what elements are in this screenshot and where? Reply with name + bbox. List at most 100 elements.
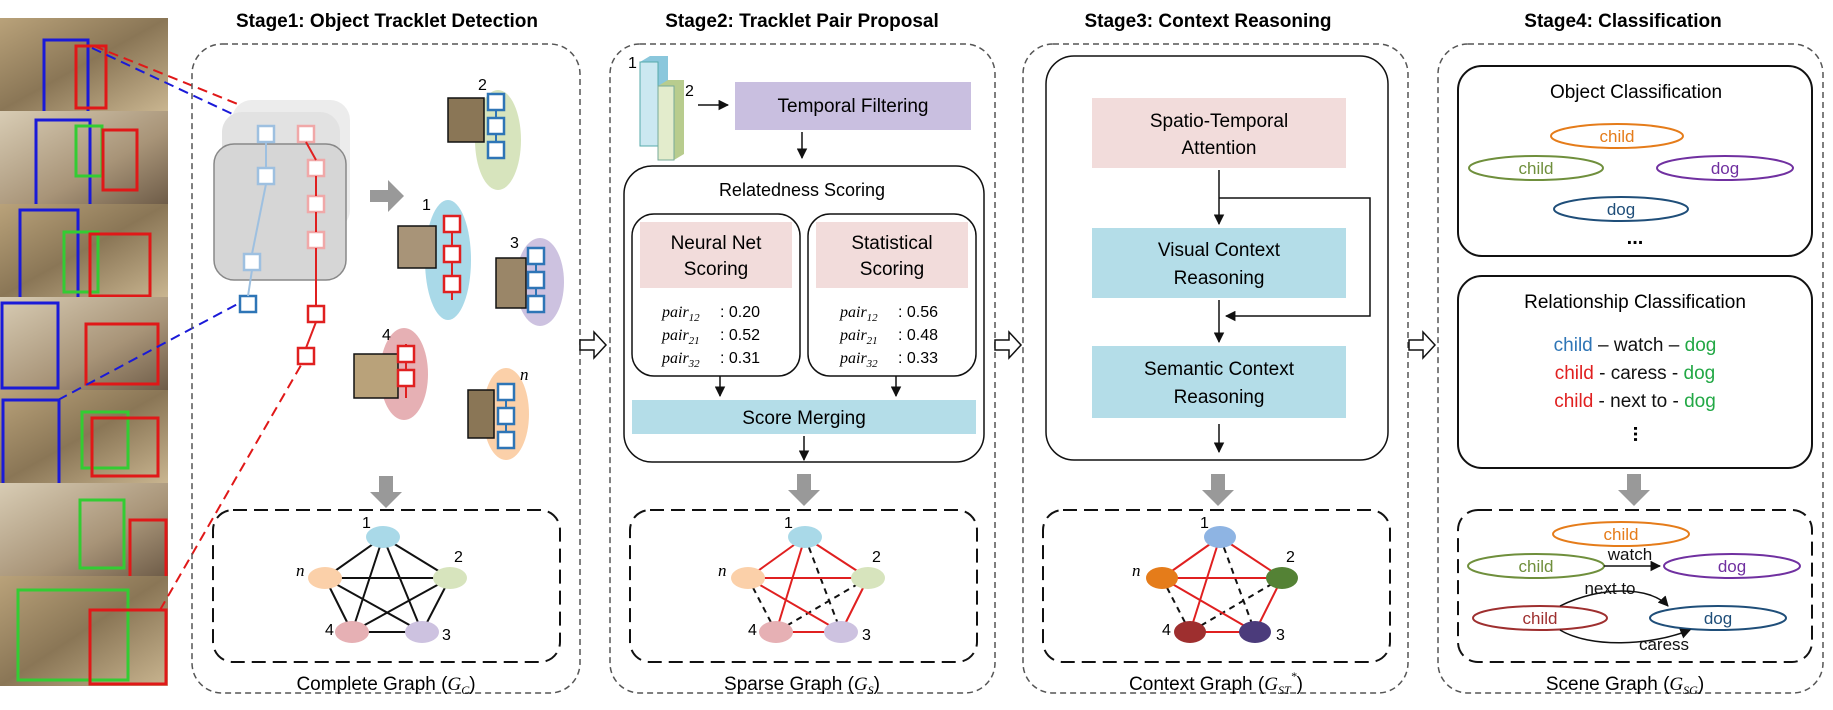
scene-node-label: child (1523, 609, 1558, 628)
graph-node-label: 4 (1162, 622, 1171, 639)
stage-title: Stage4: Classification (1524, 11, 1721, 32)
semantic-context-label: Reasoning (1174, 387, 1265, 408)
graph-node (433, 567, 467, 589)
graph-node (366, 526, 400, 548)
tracklet-1: 1 (397, 197, 471, 320)
score-merging-label: Score Merging (742, 408, 866, 429)
tracklet-2: 2 (447, 77, 521, 190)
object-classification-title: Object Classification (1550, 82, 1722, 103)
pair-score: : 0.48 (898, 327, 938, 344)
graph-node (1204, 526, 1236, 548)
temporal-filtering-box (735, 82, 971, 130)
sparse-graph: 1 2 3 4 n (718, 515, 885, 644)
graph-node-label: 3 (442, 627, 451, 644)
statistical-score-list: pair12 : 0.56 pair21 : 0.48 pair32 : 0.3… (839, 304, 938, 370)
tracklet-stack (213, 100, 350, 366)
tracklet-id: 4 (382, 327, 391, 344)
scene-graph-box (1457, 509, 1813, 663)
scene-node-label: dog (1718, 557, 1746, 576)
graph-node-label: n (718, 561, 727, 580)
stage4-panel (1437, 43, 1824, 694)
graph-caption: Complete Graph (GC) (296, 674, 475, 697)
video-frame-strip (0, 18, 168, 686)
video-frame (0, 297, 168, 390)
hollow-arrow-icon (994, 330, 1023, 360)
gray-right-arrow-icon (370, 180, 404, 212)
graph-node-label: 1 (1200, 515, 1209, 532)
pair-label: pair21 (661, 327, 700, 347)
gray-down-arrow-icon (1618, 474, 1650, 506)
complete-graph-box (212, 509, 561, 663)
graph-node (824, 621, 858, 643)
pair-label: pair32 (839, 350, 878, 370)
stack-label: 2 (685, 83, 694, 100)
object-classification-box (1457, 65, 1813, 257)
neural-score-list: pair12 : 0.20 pair21 : 0.52 pair32 : 0.3… (661, 304, 760, 370)
scene-edge-label: watch (1607, 545, 1652, 564)
scene-graph: child child dog child dog watch next to … (1467, 521, 1801, 654)
tracklet-id: n (520, 365, 529, 384)
stage2-panel (609, 43, 996, 694)
pair-score: : 0.20 (720, 304, 760, 321)
graph-node (1239, 621, 1271, 643)
pair-score: : 0.52 (720, 327, 760, 344)
tracklet-3: 3 (495, 235, 564, 326)
pair-score: : 0.56 (898, 304, 938, 321)
video-frame (0, 111, 168, 210)
stage-title: Stage1: Object Tracklet Detection (236, 11, 538, 32)
pair-score: : 0.31 (720, 350, 760, 367)
gray-down-arrow-icon (788, 474, 820, 506)
pair-label: pair32 (661, 350, 700, 370)
object-label: child (1519, 159, 1554, 178)
scene-node-label: child (1604, 525, 1639, 544)
stage3-panel (1022, 43, 1409, 694)
relatedness-scoring-label: Relatedness Scoring (719, 180, 885, 200)
graph-node-label: 2 (454, 549, 463, 566)
graph-node-label: n (1132, 561, 1141, 580)
sparse-graph-box (629, 509, 978, 663)
neural-net-label: Neural Net (671, 233, 763, 254)
graph-node-label: n (296, 561, 305, 580)
graph-caption: Context Graph (GST*) (1129, 669, 1303, 697)
stage-title: Stage2: Tracklet Pair Proposal (665, 11, 939, 32)
score-merging-box (632, 400, 976, 434)
graph-node (1146, 567, 1178, 589)
visual-context-label: Visual Context (1158, 240, 1281, 261)
tracklet-4: 4 (353, 327, 428, 420)
graph-node-label: 3 (862, 627, 871, 644)
spatio-temporal-label: Attention (1182, 138, 1257, 159)
context-graph: 1 2 3 4 n (1132, 515, 1298, 644)
pair-label: pair21 (839, 327, 878, 347)
neural-net-scoring-box (640, 222, 792, 288)
relationship-row: child – watch – dog (1554, 335, 1717, 356)
context-graph-box (1042, 509, 1391, 663)
semantic-context-box (1092, 346, 1346, 418)
graph-caption: Scene Graph (GSG) (1546, 674, 1704, 697)
spatio-temporal-label: Spatio-Temporal (1150, 111, 1288, 132)
statistical-scoring-box (816, 222, 968, 288)
graph-node (1266, 567, 1298, 589)
graph-caption: Sparse Graph (GS) (724, 674, 880, 697)
pair-label: pair12 (661, 304, 700, 324)
graph-node-label: 1 (362, 515, 371, 532)
gray-down-arrow-icon (1202, 474, 1234, 506)
tracklet-n: n (467, 365, 529, 460)
video-frame (0, 204, 168, 305)
graph-node-label: 3 (1276, 627, 1285, 644)
object-label: child (1600, 127, 1635, 146)
graph-node-label: 2 (872, 549, 881, 566)
graph-node-label: 1 (784, 515, 793, 532)
graph-node-label: 4 (748, 622, 757, 639)
graph-node (1174, 621, 1206, 643)
object-label: dog (1711, 159, 1739, 178)
statistical-label: Scoring (860, 259, 924, 280)
tracklet-pair-stack: 1 2 (628, 55, 694, 161)
graph-node (731, 567, 765, 589)
gray-down-arrow-icon (370, 476, 402, 508)
stage-title: Stage3: Context Reasoning (1084, 11, 1331, 32)
ellipsis-icon: ... (1627, 227, 1644, 249)
graph-node (308, 567, 342, 589)
graph-node-label: 4 (325, 622, 334, 639)
hollow-arrow-icon (1408, 330, 1437, 360)
